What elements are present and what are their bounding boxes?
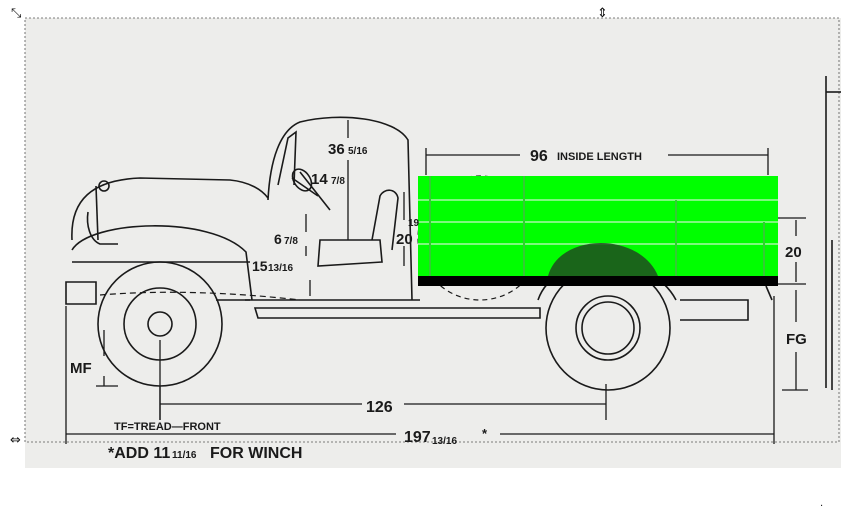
label-inside-length-value: 96 xyxy=(530,148,548,165)
label-inside-length-text: INSIDE LENGTH xyxy=(557,151,642,163)
hood-outline xyxy=(71,177,269,241)
selected-bed-shape[interactable] xyxy=(418,176,778,286)
label-overall-length-star: * xyxy=(482,426,488,441)
dimension-lines xyxy=(65,120,808,444)
fender-front xyxy=(71,225,253,301)
label-floor-height: 15 xyxy=(252,258,268,274)
resize-handle-bottom-right-icon[interactable]: · xyxy=(820,501,823,509)
cab-outline xyxy=(267,116,413,301)
label-cut-partial: 19 xyxy=(408,218,420,229)
label-bed-height-right: 20 xyxy=(785,244,802,261)
label-fg: FG xyxy=(786,331,807,348)
label-wheelbase: 126 xyxy=(366,399,393,416)
label-cab-height-frac: 5/16 xyxy=(348,146,368,157)
label-overall-length: 197 xyxy=(404,429,431,446)
label-winch-note-rest: FOR WINCH xyxy=(210,445,302,462)
bed-fender-shadow xyxy=(548,243,658,276)
label-seat-back-frac: 7/8 xyxy=(331,176,345,187)
label-seat-back: 14 xyxy=(311,171,328,188)
label-winch-note: *ADD 11 xyxy=(108,445,170,462)
label-overall-length-frac: 13/16 xyxy=(432,436,457,447)
label-cab-height: 36 xyxy=(328,141,345,158)
resize-handle-top-left-icon[interactable]: ⤡ xyxy=(11,6,22,21)
rear-view-outline xyxy=(825,76,833,390)
label-bed-side: 20 xyxy=(396,231,413,248)
label-winch-note-frac: 11/16 xyxy=(172,450,197,461)
label-tread-front: TF=TREAD—FRONT xyxy=(114,421,221,433)
windshield xyxy=(277,130,297,186)
resize-handle-middle-left-icon[interactable]: ⇔ xyxy=(10,433,21,448)
selection-bounding-box xyxy=(24,17,840,443)
label-seat-height: 6 xyxy=(274,231,282,247)
label-mf: MF xyxy=(70,360,92,377)
dimension-labels: 36 5/16 14 7/8 6 7/8 15 13/16 20 19 96 I… xyxy=(70,141,807,462)
running-board xyxy=(253,307,541,319)
steering-wheel xyxy=(291,171,331,211)
selection-handles[interactable]: ⤡ ⇕ ⇔ · xyxy=(10,6,823,509)
resize-handle-top-center-icon[interactable]: ⇕ xyxy=(597,6,608,21)
label-floor-height-frac: 13/16 xyxy=(268,263,293,274)
grille xyxy=(86,211,118,245)
seat xyxy=(317,239,383,267)
seat-back xyxy=(371,189,399,251)
bed-frame-band xyxy=(418,276,778,286)
label-seat-height-frac: 7/8 xyxy=(284,236,298,247)
headlight xyxy=(98,180,110,192)
